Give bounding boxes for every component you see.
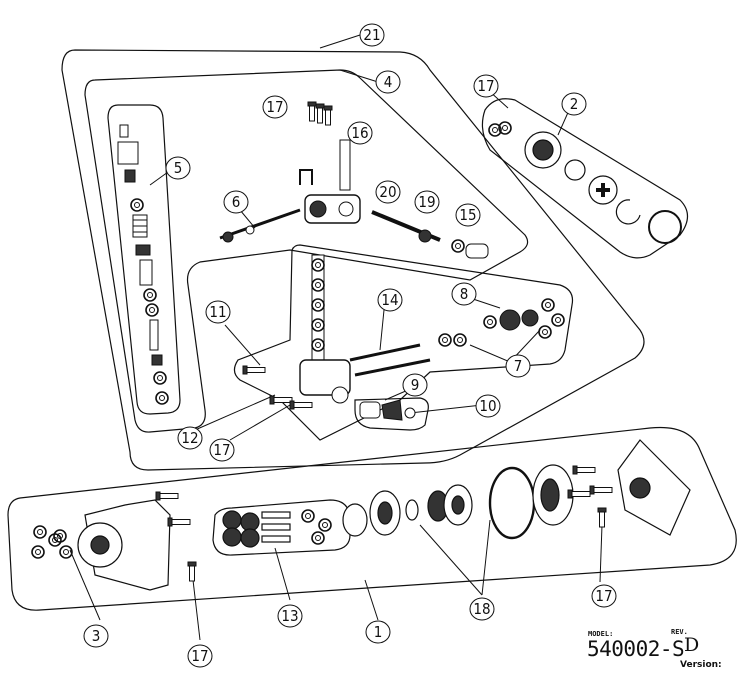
kit-4-outline bbox=[84, 69, 529, 433]
callout-21-label: 21 bbox=[363, 26, 380, 44]
callout-19: 19 bbox=[414, 190, 440, 214]
callout-8: 8 bbox=[451, 282, 477, 306]
leader-lines bbox=[69, 34, 603, 641]
callout-5: 5 bbox=[165, 156, 191, 180]
revision-label: REV. bbox=[671, 628, 688, 636]
callout-14: 14 bbox=[377, 288, 403, 312]
cover-plate-kit-2 bbox=[524, 131, 682, 244]
callout-5-label: 5 bbox=[174, 159, 183, 177]
kit-2-outline bbox=[481, 98, 689, 259]
callout-10: 10 bbox=[475, 394, 501, 418]
callout-15: 15 bbox=[455, 203, 481, 227]
manifold-parts bbox=[219, 101, 512, 259]
callout-17-bright-label: 17 bbox=[595, 587, 612, 605]
callout-15-label: 15 bbox=[459, 206, 476, 224]
callout-1: 1 bbox=[365, 620, 391, 644]
callout-6: 6 bbox=[223, 190, 249, 214]
callout-17-bottom: 17 bbox=[187, 644, 213, 668]
callout-11: 11 bbox=[205, 300, 231, 324]
callout-7: 7 bbox=[505, 354, 531, 378]
callout-9-label: 9 bbox=[411, 376, 420, 394]
kit-5-outline bbox=[107, 104, 181, 415]
callout-17-right: 17 bbox=[473, 74, 499, 98]
callout-11-label: 11 bbox=[209, 303, 226, 321]
valve-assembly-5 bbox=[117, 124, 169, 405]
callout-bubbles: 21 4 17 16 5 6 20 19 bbox=[83, 23, 617, 668]
kit-21-outline bbox=[61, 49, 645, 471]
callout-16: 16 bbox=[347, 121, 373, 145]
callout-19-label: 19 bbox=[418, 193, 435, 211]
callout-6-label: 6 bbox=[232, 193, 241, 211]
callout-3-label: 3 bbox=[92, 627, 101, 645]
kit-7-outline bbox=[233, 244, 574, 441]
callout-2-label: 2 bbox=[570, 95, 579, 113]
callout-17-mid-label: 17 bbox=[213, 441, 230, 459]
callout-20-label: 20 bbox=[379, 183, 396, 201]
callout-3: 3 bbox=[83, 624, 109, 648]
callout-17-bottom-label: 17 bbox=[191, 647, 208, 665]
callout-8-label: 8 bbox=[460, 285, 469, 303]
callout-12-label: 12 bbox=[181, 429, 198, 447]
callout-10-label: 10 bbox=[479, 397, 496, 415]
callout-7-label: 7 bbox=[514, 357, 523, 375]
callout-4-label: 4 bbox=[384, 73, 393, 91]
callout-21: 21 bbox=[359, 23, 385, 47]
model-label: MODEL: bbox=[588, 630, 614, 638]
callout-13-label: 13 bbox=[281, 607, 298, 625]
callout-18: 18 bbox=[469, 597, 495, 621]
plunger-and-seals bbox=[242, 254, 565, 421]
kit-1-outline bbox=[7, 426, 737, 611]
callout-17-right-label: 17 bbox=[477, 77, 494, 95]
revision-value: D bbox=[684, 634, 700, 656]
callout-2: 2 bbox=[561, 92, 587, 116]
gearbox-assembly bbox=[31, 439, 691, 591]
callout-17-bright: 17 bbox=[591, 584, 617, 608]
callout-17-mid: 17 bbox=[209, 438, 235, 462]
callout-17-top-label: 17 bbox=[266, 98, 283, 116]
model-number: 540002-S bbox=[587, 637, 685, 661]
callout-17-top: 17 bbox=[262, 95, 288, 119]
callout-13: 13 bbox=[277, 604, 303, 628]
callout-20: 20 bbox=[375, 180, 401, 204]
kit-9-outline bbox=[354, 397, 429, 431]
callout-12: 12 bbox=[177, 426, 203, 450]
callout-16-label: 16 bbox=[351, 124, 368, 142]
callout-14-label: 14 bbox=[381, 291, 398, 309]
version-label: Version: bbox=[680, 660, 722, 670]
callout-9: 9 bbox=[402, 373, 428, 397]
callout-1-label: 1 bbox=[374, 623, 383, 641]
callout-18-label: 18 bbox=[473, 600, 490, 618]
kit-outlines bbox=[7, 49, 737, 611]
callout-4: 4 bbox=[375, 70, 401, 94]
